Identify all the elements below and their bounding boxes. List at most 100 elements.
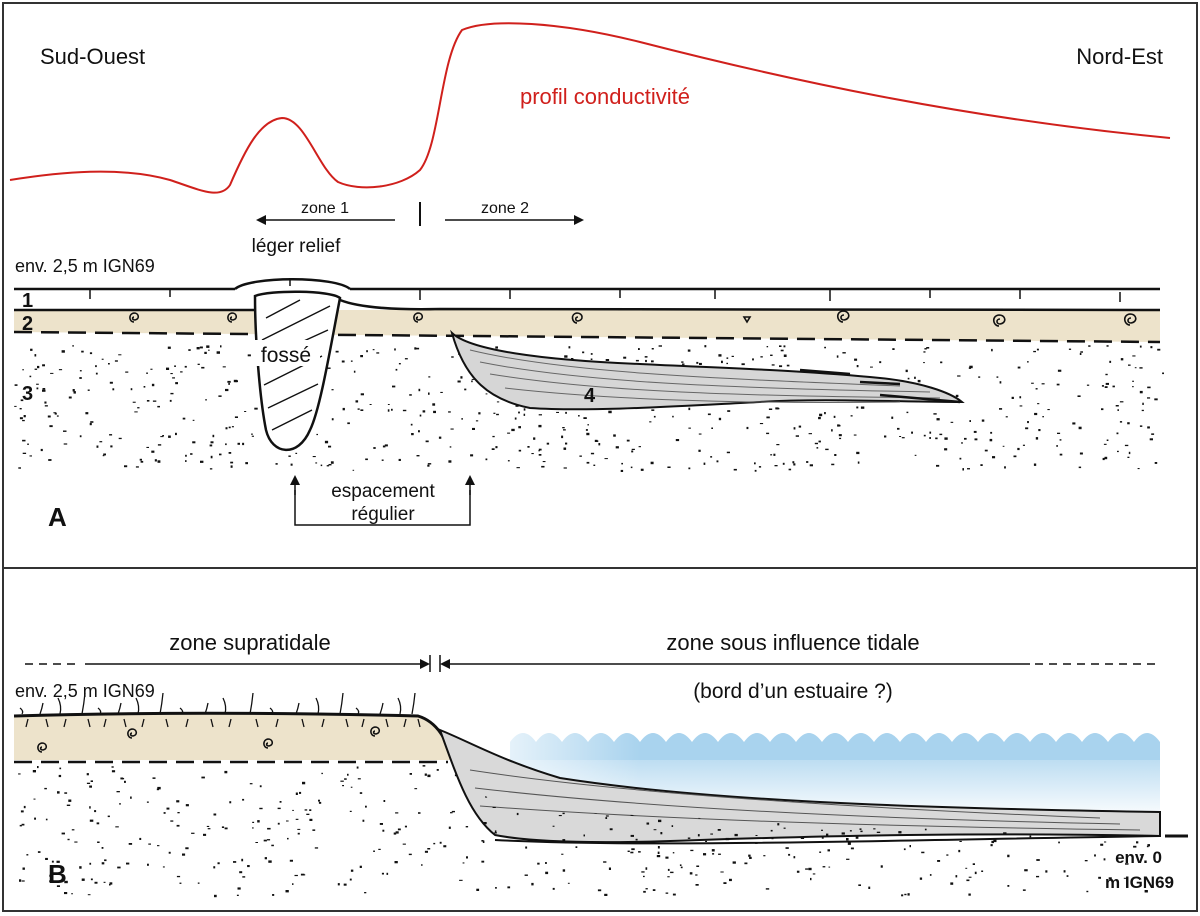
sand-dot	[49, 425, 53, 428]
sand-dot	[1041, 383, 1045, 385]
sand-dot	[726, 451, 730, 454]
label-elevation-b: env. 2,5 m IGN69	[15, 681, 155, 701]
sand-dot	[1133, 845, 1137, 848]
sand-dot	[302, 781, 306, 785]
sand-dot	[565, 411, 567, 414]
sand-dot	[703, 853, 707, 856]
sand-dot	[1128, 451, 1131, 455]
sand-dot	[36, 387, 39, 390]
sand-dot	[57, 791, 60, 794]
sand-dot	[79, 435, 82, 438]
sand-dot	[362, 819, 365, 822]
sand-dot	[201, 776, 205, 779]
sand-dot	[1056, 383, 1060, 386]
slight-relief-bump	[234, 278, 351, 291]
sand-dot	[1078, 426, 1082, 430]
sand-dot	[926, 347, 930, 349]
sand-dot	[151, 383, 155, 387]
sand-dot	[344, 778, 347, 780]
sand-dot	[63, 443, 68, 445]
sand-dot	[959, 840, 962, 842]
sand-dot	[1078, 466, 1082, 469]
sand-dot	[146, 801, 149, 803]
sand-dot	[831, 429, 833, 432]
sand-dot	[197, 882, 200, 884]
sand-dot	[1086, 890, 1089, 893]
sand-dot	[42, 364, 45, 367]
sand-dot	[37, 851, 41, 853]
sand-dot	[841, 832, 845, 835]
sand-dot	[19, 824, 22, 827]
sand-dot	[471, 380, 473, 383]
sand-dot	[237, 887, 241, 890]
sand-dot	[687, 837, 691, 839]
conductivity-profile-curve	[9, 22, 1171, 194]
sand-dot	[201, 366, 205, 369]
sand-dot	[94, 810, 97, 813]
sand-dot	[152, 777, 156, 779]
sand-dot	[411, 433, 414, 436]
sand-dot	[524, 874, 528, 876]
sand-dot	[162, 435, 164, 437]
sand-dot	[290, 463, 293, 466]
sand-dot	[103, 453, 106, 456]
sand-dot	[179, 882, 182, 884]
sand-dot	[641, 871, 645, 873]
sand-dot	[349, 810, 352, 812]
sand-dot	[210, 441, 214, 444]
root-stroke	[165, 718, 169, 728]
sand-dot	[134, 411, 138, 413]
sand-dot	[649, 421, 652, 423]
sand-dot	[1119, 401, 1124, 403]
sand-dot	[814, 442, 818, 445]
sand-dot	[635, 838, 638, 841]
label-spacing-2: régulier	[351, 504, 415, 525]
sand-dot	[1058, 841, 1060, 844]
sand-dot	[718, 853, 721, 855]
sand-dot	[1007, 885, 1010, 887]
sand-dot	[880, 865, 883, 868]
sand-dot	[992, 456, 996, 459]
sand-dot	[1103, 443, 1107, 445]
sand-dot	[96, 445, 99, 448]
sand-dot	[770, 454, 773, 456]
sand-dot	[124, 780, 126, 783]
sand-dot	[89, 785, 92, 788]
sand-dot	[1132, 355, 1136, 357]
sand-dot	[665, 856, 669, 859]
sand-dot	[408, 853, 412, 856]
sand-dot	[349, 878, 352, 881]
sand-dot	[271, 844, 274, 847]
sand-dot	[1137, 468, 1140, 470]
sand-dot	[50, 372, 54, 374]
layer-2-lower-boundary	[13, 330, 1161, 344]
sand-dot	[541, 465, 545, 468]
sand-dot	[331, 389, 334, 391]
root-stroke	[123, 718, 127, 728]
ditch-fill	[253, 290, 342, 452]
sand-dot	[404, 825, 407, 828]
sand-dot	[112, 388, 115, 391]
sand-dot	[224, 770, 228, 774]
sand-dot	[287, 837, 289, 840]
sand-dot	[856, 406, 859, 409]
sand-dot	[613, 434, 616, 437]
sand-dot	[251, 435, 254, 437]
sand-dot	[716, 460, 719, 463]
sand-dot	[227, 380, 231, 383]
sand-dot	[732, 861, 736, 864]
sand-dot	[324, 440, 329, 444]
sand-dot	[212, 434, 215, 438]
sand-dot	[20, 810, 24, 813]
sand-dot	[68, 799, 72, 802]
root-stroke	[228, 718, 232, 728]
sand-dot	[242, 798, 245, 801]
sand-dot	[727, 410, 731, 412]
sand-dot	[90, 421, 94, 423]
sand-dot	[940, 361, 943, 364]
sand-dot	[147, 863, 149, 866]
sand-dot	[1108, 877, 1112, 880]
sand-dot	[507, 460, 510, 462]
sand-dot	[808, 433, 812, 435]
sand-dot	[741, 363, 745, 366]
